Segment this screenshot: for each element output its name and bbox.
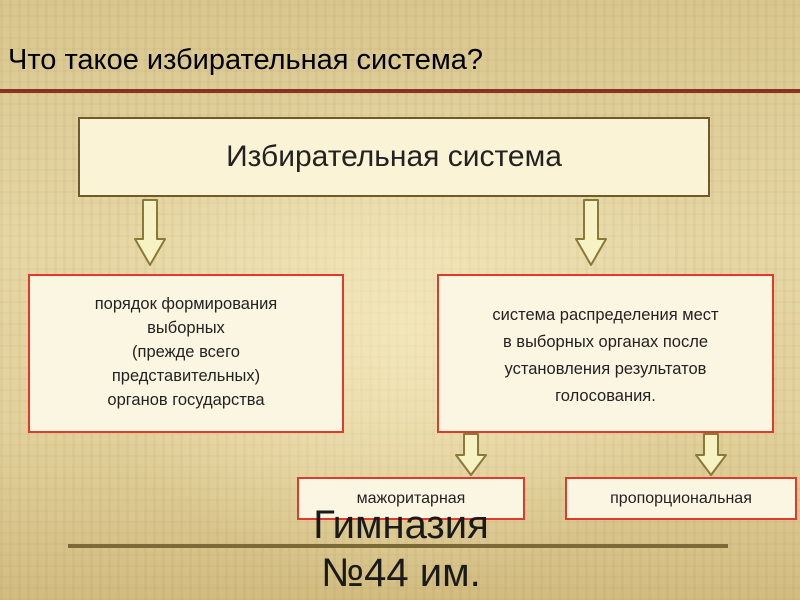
arrow-down-icon	[575, 199, 607, 266]
title-underline	[0, 89, 800, 93]
node-formation-order: порядок формирования выборных (прежде вс…	[28, 274, 344, 433]
node-majoritarian-label: мажоритарная	[356, 489, 466, 507]
node-proportional-label: пропорциональная	[610, 489, 752, 507]
node-text-line: установления результатов	[504, 360, 707, 378]
footer-school-name: Гимназия №44 им.	[236, 501, 566, 597]
node-text-line: (прежде всего	[132, 343, 240, 361]
footer-line: №44 им.	[321, 551, 481, 595]
node-majoritarian: мажоритарная	[297, 477, 525, 520]
node-text-line: порядок формирования	[94, 295, 278, 313]
node-text-line: органов государства	[107, 391, 265, 409]
footer-line: Гимназия	[313, 503, 489, 547]
node-proportional: пропорциональная	[565, 477, 797, 520]
root-node-electoral-system: Избирательная система	[78, 117, 710, 197]
footer-rule	[68, 544, 728, 548]
slide-title: Что такое избирательная система?	[8, 44, 484, 76]
node-text-line: система распределения мест	[492, 306, 719, 324]
arrow-down-icon	[134, 199, 166, 266]
root-node-label: Избирательная система	[226, 140, 562, 173]
node-text-line: голосования.	[555, 387, 656, 405]
node-text-line: в выборных органах после	[502, 333, 709, 351]
arrow-down-icon	[695, 433, 727, 476]
arrow-down-icon	[455, 433, 487, 476]
node-text-line: представительных)	[111, 367, 261, 385]
node-seat-distribution: система распределения мест в выборных ор…	[437, 274, 774, 433]
node-text-line: выборных	[147, 319, 225, 337]
